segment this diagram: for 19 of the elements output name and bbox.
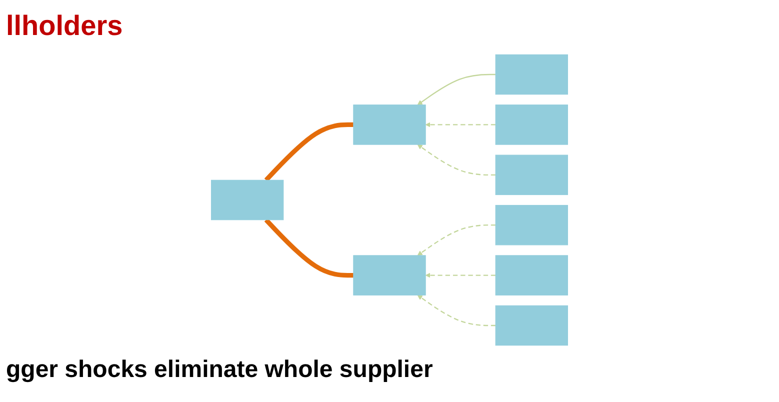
connector <box>264 218 354 278</box>
node-box <box>353 104 426 145</box>
note-text: gger shocks eliminate whole supplier <box>6 356 433 384</box>
arrow <box>417 294 496 326</box>
node-box <box>353 255 426 296</box>
arrow <box>425 272 496 278</box>
arrow <box>417 144 496 176</box>
node-box <box>211 180 284 220</box>
node-box <box>495 305 568 346</box>
arrow <box>417 74 496 106</box>
node-box <box>495 104 568 145</box>
arrow <box>417 224 496 256</box>
arrow <box>425 122 496 128</box>
node-box <box>495 255 568 296</box>
title: llholders <box>6 10 123 42</box>
node-box <box>495 54 568 95</box>
node-box <box>495 154 568 196</box>
node-box <box>495 204 568 246</box>
connector <box>264 122 354 182</box>
